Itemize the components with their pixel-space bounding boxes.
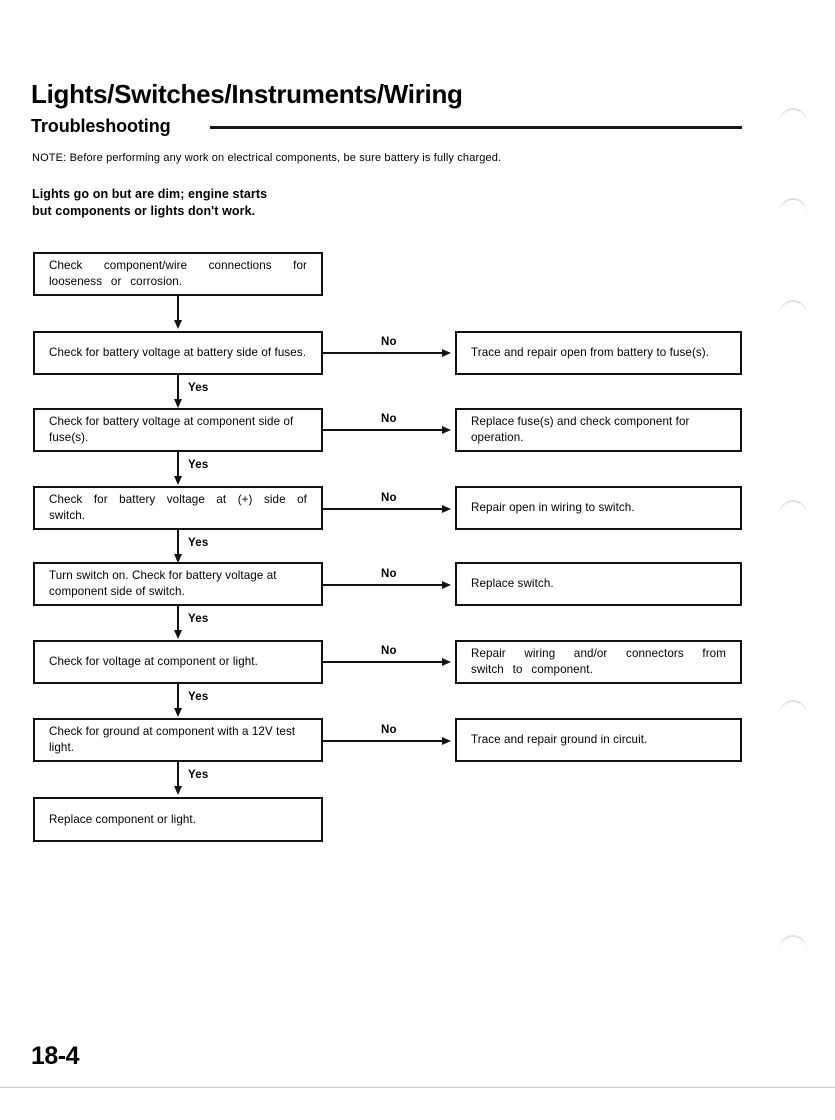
flow-connector-horizontal (323, 740, 442, 742)
flow-branch-label-no: No (381, 492, 397, 504)
flow-branch-label-yes: Yes (188, 769, 209, 781)
scan-curl-mark (778, 500, 808, 518)
flow-node-step-6-no-result: Repair wiring and/or connectors from swi… (455, 640, 742, 684)
flow-node-label: Check for battery voltage at battery sid… (49, 346, 307, 359)
flow-arrowhead-down (173, 630, 182, 639)
flow-connector-horizontal (323, 508, 442, 510)
flow-connector-vertical (177, 296, 179, 322)
flow-arrowhead-right (442, 425, 451, 434)
flow-connector-vertical (177, 762, 179, 788)
flow-branch-label-no: No (381, 645, 397, 657)
flow-connector-vertical (177, 684, 179, 710)
flow-connector-vertical (177, 375, 179, 401)
flow-node-step-3: Check for battery voltage at component s… (33, 408, 323, 452)
symptom-line-1: Lights go on but are dim; engine starts (32, 187, 268, 201)
flow-arrowhead-down (173, 476, 182, 485)
flow-node-step-2: Check for battery voltage at battery sid… (33, 331, 323, 375)
flow-arrowhead-right (442, 736, 451, 745)
flow-branch-label-no: No (381, 568, 397, 580)
flow-branch-label-yes: Yes (188, 613, 209, 625)
flow-branch-label-yes: Yes (188, 459, 209, 471)
flow-node-label: Replace switch. (471, 577, 554, 590)
scan-curl-mark (778, 198, 808, 216)
flow-node-label: Turn switch on. Check for battery voltag… (49, 569, 277, 598)
flow-node-step-4: Check for battery voltage at (+) side of… (33, 486, 323, 530)
scan-curl-mark (778, 108, 808, 126)
flow-branch-label-yes: Yes (188, 382, 209, 394)
flow-arrowhead-down (173, 320, 182, 329)
flow-arrowhead-right (442, 504, 451, 513)
flow-arrowhead-right (442, 348, 451, 357)
flow-node-step-5: Turn switch on. Check for battery voltag… (33, 562, 323, 606)
flow-node-label: Replace fuse(s) and check component for … (471, 415, 690, 444)
flow-node-label: Check for battery voltage at component s… (49, 415, 294, 444)
flow-arrowhead-right (442, 657, 451, 666)
flow-node-step-3-no-result: Replace fuse(s) and check component for … (455, 408, 742, 452)
flow-node-step-6: Check for voltage at component or light. (33, 640, 323, 684)
page-title: Lights/Switches/Instruments/Wiring (31, 79, 463, 109)
flow-node-label: Check for voltage at component or light. (49, 655, 258, 668)
flow-connector-vertical (177, 530, 179, 556)
flow-connector-horizontal (323, 661, 442, 663)
flow-node-label: Trace and repair open from battery to fu… (471, 346, 710, 359)
page-number: 18-4 (31, 1042, 80, 1070)
flow-connector-vertical (177, 606, 179, 632)
symptom-line-2: but components or lights don't work. (32, 204, 256, 218)
flow-node-label: Replace component or light. (49, 812, 197, 826)
flow-node-step-7: Check for ground at component with a 12V… (33, 718, 323, 762)
scan-edge-line (0, 1087, 835, 1088)
flow-arrowhead-right (442, 580, 451, 589)
flow-branch-label-yes: Yes (188, 691, 209, 703)
flow-node-step-7-no-result: Trace and repair ground in circuit. (455, 718, 742, 762)
title-divider (210, 126, 742, 129)
symptom-description: Lights go on but are dim; engine starts … (32, 186, 267, 220)
flow-node-label: Check for ground at component with a 12V… (49, 725, 296, 754)
flow-connector-horizontal (323, 584, 442, 586)
flow-arrowhead-down (173, 786, 182, 795)
flow-node-step-8: Replace component or light. (33, 797, 323, 842)
flow-branch-label-yes: Yes (188, 537, 209, 549)
flow-branch-label-no: No (381, 336, 397, 348)
scan-curl-mark (778, 300, 808, 318)
flow-connector-horizontal (323, 429, 442, 431)
flow-branch-label-no: No (381, 413, 397, 425)
flow-arrowhead-down (173, 554, 182, 563)
flow-arrowhead-down (173, 399, 182, 408)
flow-node-label: Check component/wire connections for loo… (49, 259, 307, 288)
flow-arrowhead-down (173, 708, 182, 717)
flow-node-label: Repair wiring and/or connectors from swi… (471, 647, 726, 676)
flow-branch-label-no: No (381, 724, 397, 736)
scan-curl-mark (778, 700, 808, 718)
flow-node-label: Repair open in wiring to switch. (471, 501, 635, 514)
flow-node-step-5-no-result: Replace switch. (455, 562, 742, 606)
flow-node-label: Check for battery voltage at (+) side of… (49, 493, 307, 522)
section-title: Troubleshooting (31, 116, 171, 136)
scan-curl-mark (778, 935, 808, 953)
flow-node-step-2-no-result: Trace and repair open from battery to fu… (455, 331, 742, 375)
flow-connector-vertical (177, 452, 179, 478)
flow-node-step-1: Check component/wire connections for loo… (33, 252, 323, 296)
flow-node-step-4-no-result: Repair open in wiring to switch. (455, 486, 742, 530)
flow-node-label: Trace and repair ground in circuit. (471, 733, 648, 746)
note-text: NOTE: Before performing any work on elec… (32, 152, 502, 164)
flow-connector-horizontal (323, 352, 442, 354)
